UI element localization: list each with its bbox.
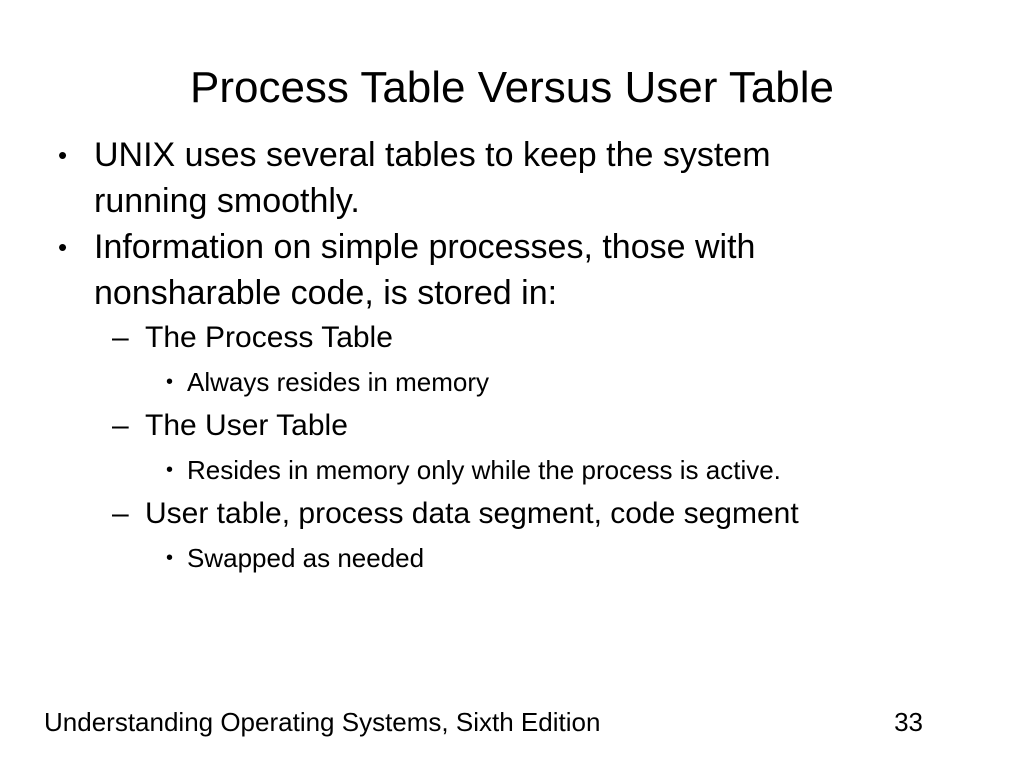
bullet-text: UNIX uses several tables to keep the sys… (94, 136, 771, 220)
bullet-item-level-3: • Always resides in memory (44, 360, 980, 404)
dash-bullet-icon: – (112, 409, 129, 442)
dot-bullet-icon: • (166, 547, 174, 569)
bullet-text: User table, process data segment, code s… (145, 497, 799, 530)
slide-body-outline: • UNIX uses several tables to keep the sy… (44, 132, 980, 580)
bullet-item-level-1: • UNIX uses several tables to keep the sy… (44, 132, 980, 224)
bullet-item-level-1: • Information on simple processes, those … (44, 224, 980, 316)
bullet-item-level-3: • Resides in memory only while the proces… (44, 448, 980, 492)
dot-bullet-icon: • (166, 371, 174, 393)
dash-bullet-icon: – (112, 321, 129, 354)
page-title: Process Table Versus User Table (189, 63, 835, 112)
bullet-item-level-2: –The Process Table (44, 316, 980, 360)
dash-bullet-icon: – (112, 497, 129, 530)
dot-bullet-icon: • (166, 459, 174, 481)
bullet-text: The Process Table (145, 321, 393, 354)
dot-bullet-icon: • (58, 140, 68, 170)
bullet-text: The User Table (145, 409, 348, 442)
dot-bullet-icon: • (58, 232, 68, 262)
slide-page-number: 33 (894, 707, 923, 737)
slide-footer: Understanding Operating Systems, Sixth E… (44, 706, 980, 740)
bullet-item-level-3: • Swapped as needed (44, 536, 980, 580)
footer-source-note: Understanding Operating Systems, Sixth E… (44, 707, 601, 737)
bullet-text: Always resides in memory (187, 367, 489, 397)
bullet-item-level-2: –The User Table (44, 404, 980, 448)
bullet-text: Information on simple processes, those w… (94, 228, 756, 312)
bullet-text: Swapped as needed (187, 543, 425, 573)
bullet-item-level-2: –User table, process data segment, code … (44, 492, 980, 536)
bullet-text: Resides in memory only while the process… (187, 455, 781, 485)
